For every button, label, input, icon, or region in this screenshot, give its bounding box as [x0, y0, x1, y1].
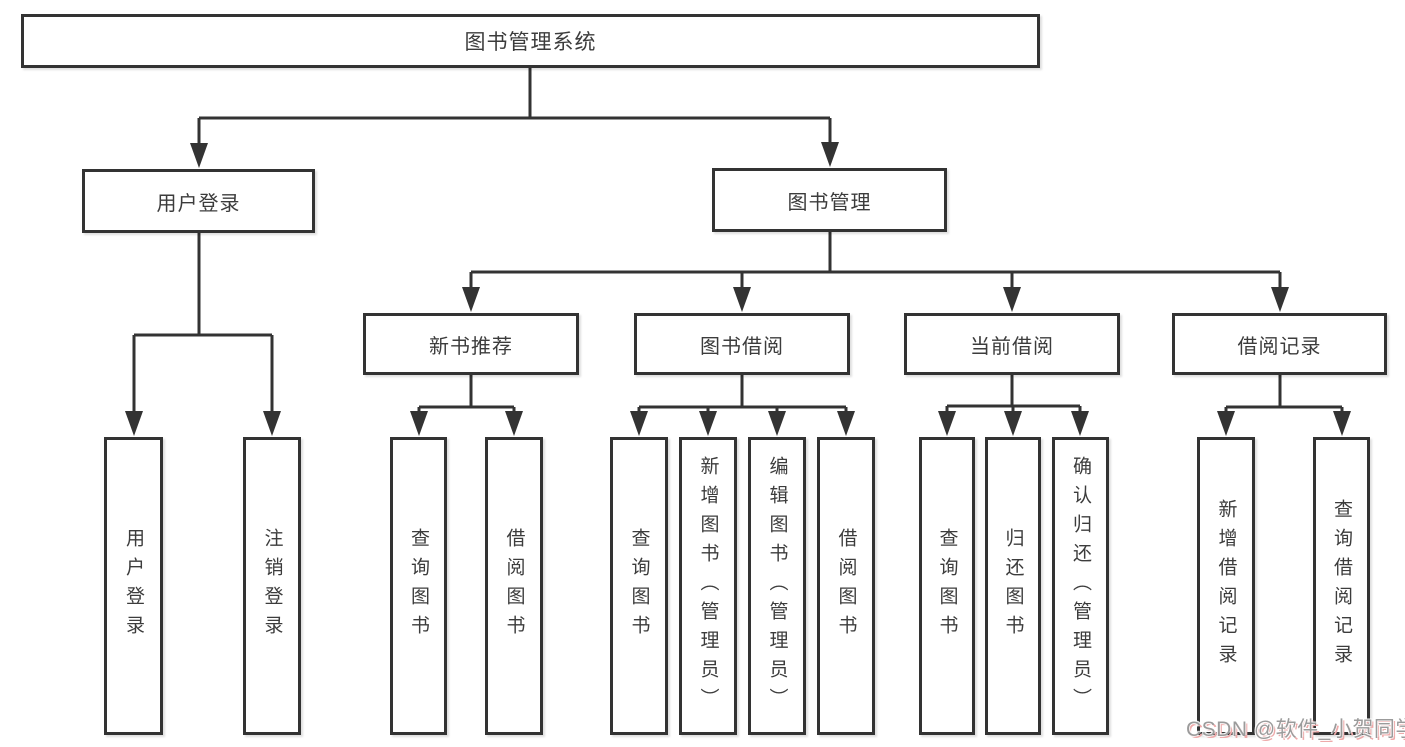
node-records-query-record: 查询借阅记录: [1313, 437, 1370, 735]
node-current-query-books: 查询图书: [919, 437, 975, 735]
node-root-label: 图书管理系统: [464, 31, 597, 54]
node-current-confirm-return-admin-label: 确认归还（管理员）: [1070, 455, 1091, 717]
node-current-borrow-label: 当前借阅: [970, 335, 1054, 358]
node-records-add-record-label: 新增借阅记录: [1215, 499, 1237, 673]
node-login-logout-label: 注销登录: [261, 528, 283, 644]
node-recommend-query-books: 查询图书: [390, 437, 447, 735]
node-borrow-query-books-label: 查询图书: [628, 528, 650, 644]
node-recommend-borrow-books-label: 借阅图书: [503, 528, 525, 644]
watermark: CSDN @软件_小贺同学: [1186, 718, 1405, 741]
node-book-borrow-label: 图书借阅: [700, 335, 784, 358]
node-book-management-label: 图书管理: [787, 191, 872, 214]
node-new-book-recommend-label: 新书推荐: [429, 335, 513, 358]
node-root: 图书管理系统: [21, 14, 1040, 68]
node-user-login-label: 用户登录: [156, 192, 241, 215]
node-borrow-edit-books-admin: 编辑图书（管理员）: [748, 437, 806, 735]
node-current-return-books: 归还图书: [985, 437, 1041, 735]
node-borrow-edit-books-admin-label: 编辑图书（管理员）: [766, 455, 788, 717]
node-borrow-records-label: 借阅记录: [1237, 335, 1322, 358]
node-current-query-books-label: 查询图书: [936, 528, 958, 644]
node-borrow-records: 借阅记录: [1172, 313, 1387, 375]
node-borrow-query-books: 查询图书: [610, 437, 668, 735]
node-new-book-recommend: 新书推荐: [363, 313, 579, 375]
node-user-login: 用户登录: [82, 169, 315, 233]
node-records-query-record-label: 查询借阅记录: [1331, 499, 1352, 673]
node-records-add-record: 新增借阅记录: [1197, 437, 1255, 735]
node-book-management: 图书管理: [712, 168, 947, 232]
node-login-user-login-label: 用户登录: [123, 528, 144, 644]
node-borrow-borrow-books: 借阅图书: [817, 437, 875, 735]
node-login-logout: 注销登录: [243, 437, 301, 735]
node-book-borrow: 图书借阅: [634, 313, 850, 375]
node-current-borrow: 当前借阅: [904, 313, 1120, 375]
node-borrow-add-books-admin: 新增图书（管理员）: [679, 437, 737, 735]
node-recommend-query-books-label: 查询图书: [408, 528, 429, 644]
node-current-confirm-return-admin: 确认归还（管理员）: [1052, 437, 1109, 735]
node-borrow-borrow-books-label: 借阅图书: [835, 528, 857, 644]
node-current-return-books-label: 归还图书: [1002, 528, 1024, 644]
node-recommend-borrow-books: 借阅图书: [485, 437, 543, 735]
node-login-user-login: 用户登录: [104, 437, 163, 735]
node-borrow-add-books-admin-label: 新增图书（管理员）: [697, 455, 719, 717]
